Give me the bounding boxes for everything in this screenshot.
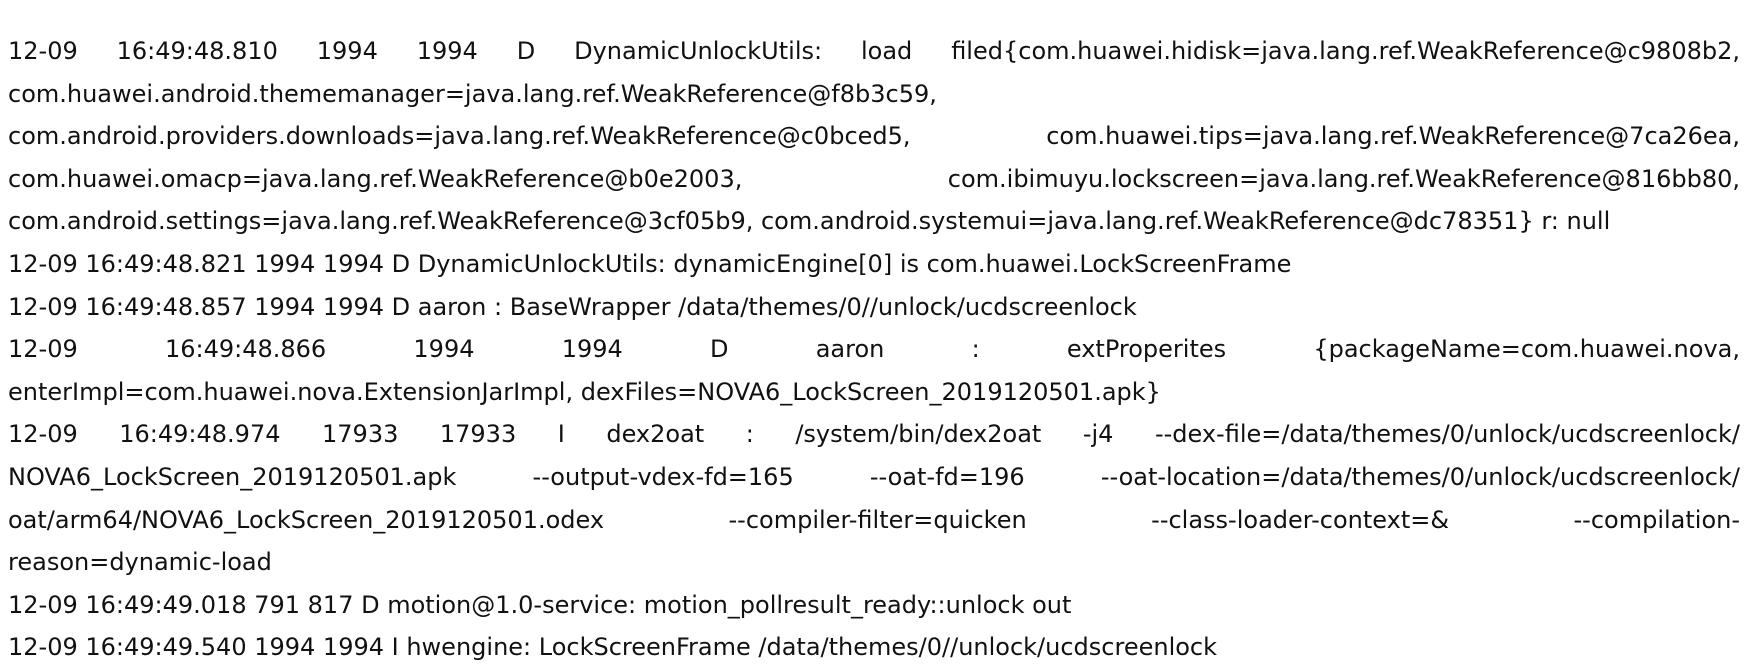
log-line-5-row-2: NOVA6_LockScreen_2019120501.apk --output… [8,462,1740,491]
log-line-1-row-5: com.android.settings=java.lang.ref.WeakR… [8,207,1611,236]
log-line-3: 12-09 16:49:48.857 1994 1994 D aaron : B… [8,292,1137,321]
log-line-6: 12-09 16:49:49.018 791 817 D motion@1.0-… [8,590,1072,619]
log-line-5-row-1: 12-09 16:49:48.974 17933 17933 I dex2oat… [8,420,1740,449]
log-text-block: 12-09 16:49:48.810 1994 1994 D DynamicUn… [8,30,1740,669]
log-line-1-row-1: 12-09 16:49:48.810 1994 1994 D DynamicUn… [8,37,1740,65]
log-line-5-row-4: reason=dynamic-load [8,548,272,577]
log-line-1-row-2: com.huawei.android.thememanager=java.lan… [8,79,937,108]
log-line-2: 12-09 16:49:48.821 1994 1994 D DynamicUn… [8,249,1292,278]
log-line-7: 12-09 16:49:49.540 1994 1994 I hwengine:… [8,633,1218,662]
log-line-1-row-4: com.huawei.omacp=java.lang.ref.WeakRefer… [8,164,1740,193]
log-line-4-row-1: 12-09 16:49:48.866 1994 1994 D aaron : e… [8,335,1740,364]
log-line-1-row-3: com.android.providers.downloads=java.lan… [8,122,1740,151]
log-line-4-row-2: enterImpl=com.huawei.nova.ExtensionJarIm… [8,377,1161,406]
log-line-5-row-3: oat/arm64/NOVA6_LockScreen_2019120501.od… [8,505,1740,534]
